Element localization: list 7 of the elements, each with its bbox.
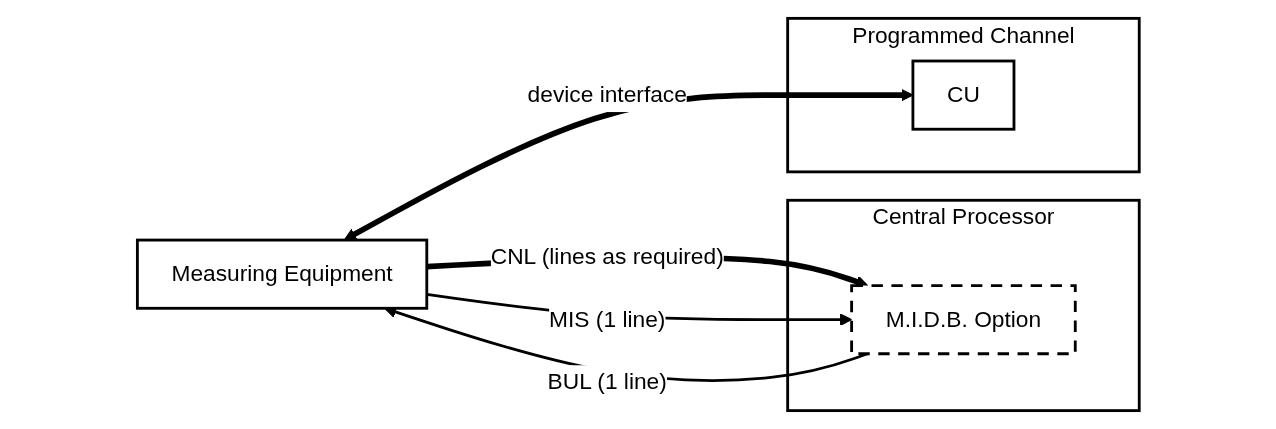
edge-label: MIS (1 line) — [548, 306, 666, 332]
node-box: M.I.D.B. Option — [849, 284, 1077, 356]
edge-label: CNL (lines as required) — [490, 244, 724, 269]
node-box: Measuring Equipment — [135, 238, 428, 310]
node-box: CU — [911, 59, 1016, 131]
edge-label: BUL (1 line) — [547, 369, 667, 394]
edge-label: device interface — [527, 82, 687, 107]
